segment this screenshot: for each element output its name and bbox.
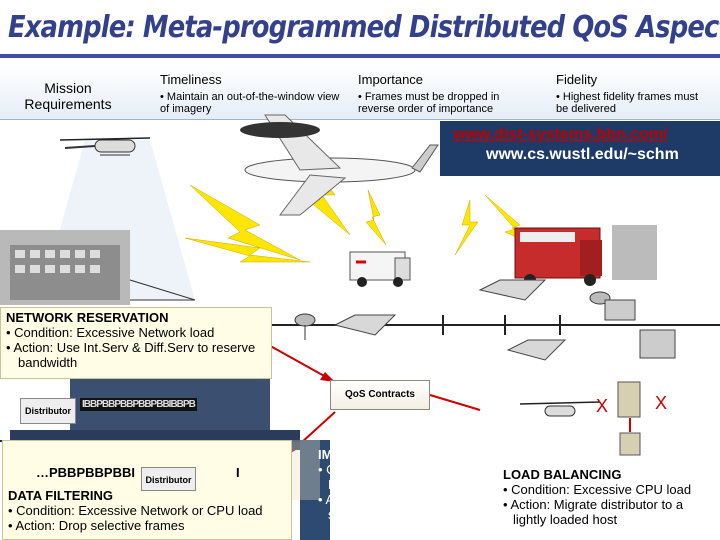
load-balancing-condition: • Condition: Excessive CPU load [503, 482, 692, 497]
timeliness-text: • Maintain an out-of-the-window view of … [160, 91, 340, 115]
data-filtering-action: • Action: Drop selective frames [8, 518, 185, 533]
network-reservation-box: NETWORK RESERVATION • Condition: Excessi… [0, 307, 272, 379]
requirements-band [0, 65, 720, 120]
distributor-box-2: Distributor [141, 467, 196, 491]
distributor-box: Distributor [20, 398, 76, 424]
data-filtering-condition: • Condition: Excessive Network or CPU lo… [8, 503, 263, 518]
generator-icon [639, 329, 676, 359]
data-filtering-title: DATA FILTERING [8, 488, 113, 503]
network-reservation-condition: • Condition: Excessive Network load [6, 325, 215, 340]
fire-truck-icon [514, 227, 602, 286]
page-title: Example: Meta-programmed Distributed QoS… [8, 10, 720, 45]
qos-contracts-box: QoS Contracts [330, 380, 430, 410]
packet-stream-short: …PBBPBBPBBI [36, 465, 135, 480]
timeliness-heading: Timeliness [160, 72, 222, 87]
helicopter-icon [59, 137, 151, 156]
image-manipulation-title: IMAGE MANIPULATION [318, 447, 463, 462]
image-manipulation-action: • Action: Scale image to smaller size [318, 492, 455, 522]
load-balancing-action: • Action: Migrate distributor to a light… [503, 497, 684, 527]
importance-heading: Importance [358, 72, 424, 87]
marker-i: I [236, 465, 240, 480]
awacs-aircraft-icon [240, 114, 439, 216]
fidelity-text: • Highest fidelity frames must be delive… [556, 91, 699, 115]
satellite-dish-right-icon [589, 291, 636, 321]
title-underline [0, 54, 720, 58]
load-balancing-block: LOAD BALANCING • Condition: Excessive CP… [503, 467, 718, 527]
satellite-dish-icon [294, 313, 316, 340]
data-filtering-box: …PBBPBBPBBI Distributor I DATA FILTERING… [2, 440, 292, 540]
network-reservation-action: • Action: Use Int.Serv & Diff.Serv to re… [6, 340, 256, 370]
x-mark-2: X [655, 393, 668, 413]
image-manipulation-block: IMAGE MANIPULATION • Condition: Excessiv… [318, 447, 483, 522]
importance-text: • Frames must be dropped in reverse orde… [358, 91, 500, 115]
server-icons [617, 381, 641, 456]
helicopter-right-icon [519, 401, 601, 417]
url-banner [440, 121, 720, 176]
packet-stream: IBBPBBPBBPBBPBBIBBPB [80, 398, 197, 411]
ambulance-icon [349, 251, 411, 287]
command-center-building-icon [0, 230, 130, 305]
fidelity-heading: Fidelity [556, 72, 598, 87]
network-reservation-title: NETWORK RESERVATION [6, 310, 169, 325]
people-icon [612, 225, 657, 280]
url-link-1[interactable]: www.dist-systems.bbn.com/ [453, 126, 668, 143]
image-manipulation-condition: • Condition: Excessive Network load [318, 462, 447, 492]
url-link-2[interactable]: www.cs.wustl.edu/~schm [486, 146, 679, 163]
x-mark-1: X [596, 396, 609, 416]
mission-requirements-label: Mission Requirements [24, 80, 112, 112]
load-balancing-title: LOAD BALANCING [503, 467, 622, 482]
router-icons [333, 279, 567, 361]
